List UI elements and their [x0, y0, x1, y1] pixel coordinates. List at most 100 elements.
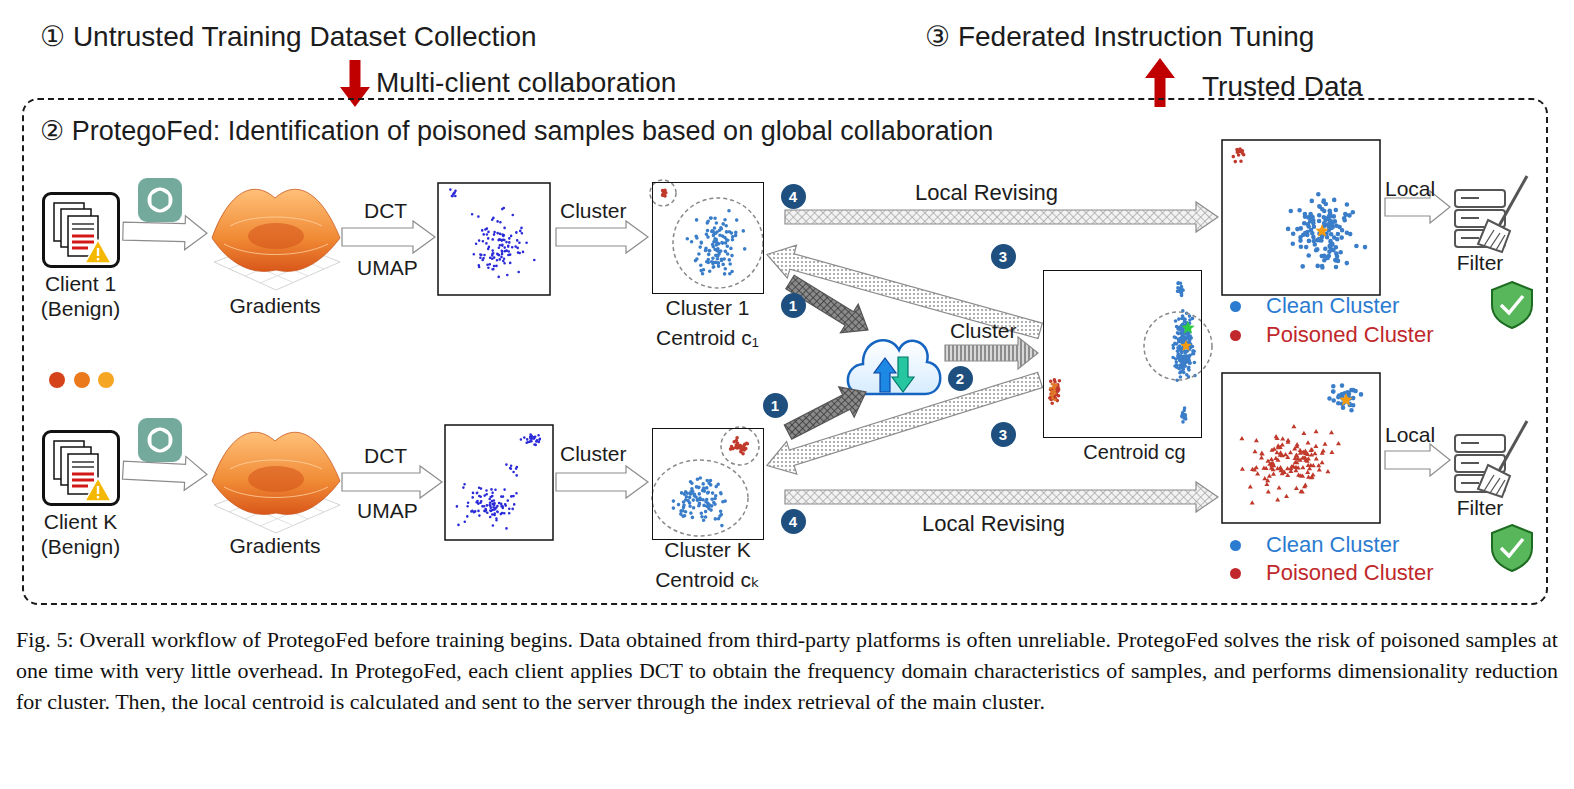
- callout-number: 3: [991, 422, 1016, 447]
- scatter-dots: [1048, 378, 1061, 405]
- centroid-star: [1181, 321, 1194, 334]
- scatter-dots: [661, 188, 668, 197]
- annotation-text: UMAP: [357, 255, 418, 280]
- scatter-dots: [1327, 383, 1363, 412]
- annotation-text: UMAP: [357, 498, 418, 523]
- annotation-text: Local: [1385, 422, 1435, 447]
- client-box: Client K (Benign): [42, 430, 120, 506]
- figure-caption: Fig. 5: Overall workflow of ProtegoFed b…: [16, 624, 1558, 717]
- node-label: Filter: [1430, 250, 1530, 275]
- scatter-dots: [1239, 424, 1341, 504]
- annotation-text: ③ Federated Instruction Tuning: [925, 20, 1314, 54]
- node-label: Gradients: [195, 533, 355, 558]
- ellipsis-dot: [49, 372, 65, 388]
- cloud-server: [848, 340, 940, 394]
- scatter-dots: [1180, 406, 1188, 423]
- scatter-dots: [672, 476, 727, 527]
- node-label: Centroid cₖ: [608, 567, 808, 592]
- annotation-text: Local Revising: [922, 511, 1065, 537]
- scatter-dots: [456, 483, 518, 530]
- connector-arrow: [767, 372, 1043, 474]
- legend-swatch: [1230, 540, 1241, 551]
- download-arrow: [892, 357, 914, 392]
- legend-swatch: [1230, 568, 1241, 579]
- filter-icon: [1455, 176, 1527, 252]
- filter-node: Filter: [1452, 425, 1528, 495]
- cloud-shape: [848, 340, 940, 394]
- scatter-dots: [1176, 281, 1185, 297]
- filter-icon: [1455, 421, 1527, 497]
- legend-text: Poisoned Cluster: [1266, 560, 1434, 586]
- document-icon: [54, 441, 111, 501]
- gradient-surface: [212, 432, 340, 533]
- annotation-text: Local Revising: [915, 180, 1058, 206]
- legend-text: Clean Cluster: [1266, 293, 1399, 319]
- cluster-box: Cluster KCentroid cₖ: [652, 428, 764, 540]
- legend-text: Poisoned Cluster: [1266, 322, 1434, 348]
- scatter-plot: [1222, 373, 1380, 523]
- connector-arrow: [767, 245, 1042, 339]
- upload-arrow: [784, 387, 866, 439]
- node-label: Cluster K: [608, 537, 808, 562]
- legend-text: Clean Cluster: [1266, 532, 1399, 558]
- annotation-text: DCT: [364, 443, 407, 468]
- gradient-surface: [212, 189, 340, 290]
- annotation-text: Cluster: [950, 318, 1017, 343]
- scatter-dots: [1049, 383, 1058, 402]
- scatter-dots: [520, 433, 542, 446]
- connector-arrow: [123, 216, 207, 250]
- process-arrow: [556, 221, 648, 253]
- callout-number: 2: [948, 366, 973, 391]
- document-icon: [54, 203, 111, 263]
- legend-swatch: [1230, 330, 1241, 341]
- callout-number: 3: [991, 244, 1016, 269]
- annotation-text: Cluster: [560, 198, 627, 223]
- upload-arrow: [874, 358, 896, 392]
- node-label: Gradients: [195, 293, 355, 318]
- revising-arrow: [785, 202, 1218, 232]
- cluster-outline: [652, 460, 748, 536]
- node-label: Client K (Benign): [20, 509, 142, 559]
- annotation-text: Multi-client collaboration: [376, 66, 676, 100]
- process-arrow: [342, 221, 435, 253]
- revising-arrow: [785, 482, 1218, 512]
- scatter-dots: [449, 188, 457, 197]
- cluster-outline: [673, 198, 763, 288]
- gradient-node: Gradients: [210, 428, 340, 528]
- annotation-text: DCT: [364, 198, 407, 223]
- client-box: Client 1 (Benign): [42, 192, 120, 268]
- connector-arrow: [123, 456, 208, 490]
- scatter-plot: [445, 425, 553, 540]
- process-arrow: [1385, 444, 1450, 476]
- cluster-box: Cluster 1Centroid c₁: [652, 182, 764, 294]
- ellipsis-dot: [98, 372, 114, 388]
- scatter-dots: [1171, 309, 1196, 382]
- scatter-points: [449, 147, 1367, 530]
- annotation-text: ① Untrusted Training Dataset Collection: [40, 20, 537, 54]
- cluster-outline: [650, 180, 676, 206]
- scatter-dots: [1232, 147, 1246, 163]
- scatter-dots: [686, 209, 747, 276]
- scatter-dots: [729, 436, 749, 456]
- chatgpt-icon: [138, 418, 182, 462]
- process-arrow: [342, 466, 442, 498]
- scatter-dots: [471, 207, 536, 279]
- annotation-text: Trusted Data: [1202, 70, 1363, 104]
- ellipsis-dot: [74, 372, 90, 388]
- filter-node: Filter: [1452, 180, 1528, 250]
- annotation-text: Cluster: [560, 441, 627, 466]
- centroid-star: [1339, 393, 1352, 406]
- callout-number: 1: [763, 393, 788, 418]
- cluster-outline: [721, 427, 759, 465]
- shield-icon: [1492, 282, 1532, 328]
- node-label: Client 1 (Benign): [20, 271, 142, 321]
- shield-icon: [1492, 525, 1532, 571]
- node-label: Filter: [1430, 495, 1530, 520]
- process-arrow: [556, 466, 648, 498]
- frame-heading: ② ProtegoFed: Identification of poisoned…: [40, 115, 993, 147]
- global-cluster-box: Centroid cg: [1043, 270, 1202, 438]
- legend-swatch: [1230, 301, 1241, 312]
- centroid-star: [1180, 340, 1191, 351]
- callout-number: 4: [781, 184, 806, 209]
